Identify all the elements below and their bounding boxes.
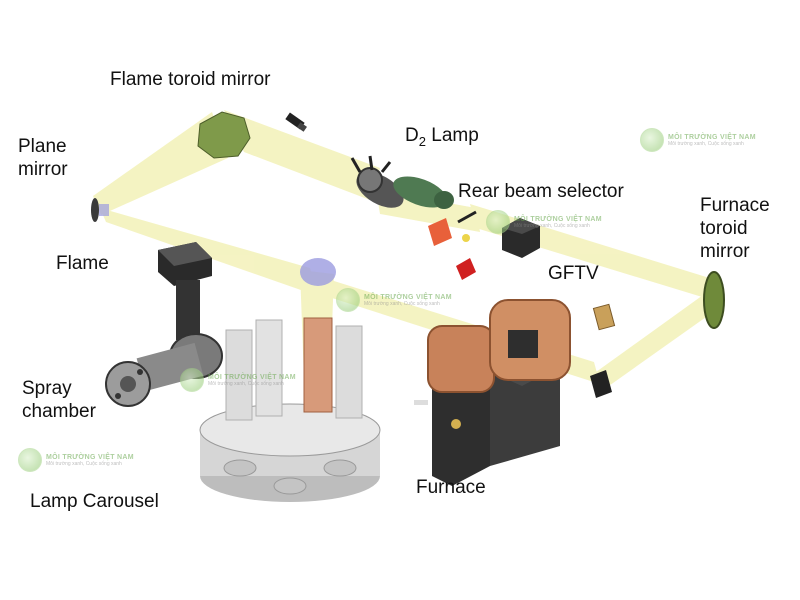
label-spray-chamber: Spray chamber [22, 377, 96, 423]
small-bracket [414, 400, 428, 405]
watermark-subtitle: Môi trường xanh, Cuộc sống xanh [514, 222, 590, 229]
flame-toroid-mirror [197, 111, 251, 159]
label-furnace: Furnace [416, 477, 486, 498]
label-spray-line2: chamber [22, 401, 96, 422]
label-plane-mirror-line2: mirror [18, 159, 68, 180]
label-furnace-toroid-line2: toroid [700, 218, 748, 239]
watermark-title: MÔI TRƯỜNG VIỆT NAM [46, 453, 134, 461]
label-d2-lamp-subscript: 2 [418, 133, 426, 149]
label-d2-lamp: D2 Lamp [405, 124, 479, 153]
watermark-title: MÔI TRƯỜNG VIỆT NAM [514, 215, 602, 223]
label-flame: Flame [56, 253, 109, 274]
beam-flame-mirror-to-plane-mirror [93, 112, 228, 215]
beam-flame-mirror-to-d2 [224, 110, 380, 200]
flame-burner [158, 242, 212, 340]
furnace-toroid-mirror [703, 271, 725, 329]
flame-sensor [285, 112, 307, 132]
watermark-logo-icon [486, 210, 510, 234]
watermark-subtitle: Môi trường xanh, Cuộc sống xanh [364, 300, 440, 307]
label-plane-mirror-line1: Plane [18, 136, 67, 157]
watermark-title: MÔI TRƯỜNG VIỆT NAM [364, 293, 452, 301]
label-furnace-toroid-line1: Furnace [700, 195, 770, 216]
lamp-focus-mirror [300, 258, 336, 286]
watermark-logo-icon [336, 288, 360, 312]
gftv-unit [502, 218, 540, 258]
label-d2-lamp-d: D [405, 125, 419, 146]
label-spray-line1: Spray [22, 378, 72, 399]
rear-beam-selector [428, 210, 477, 280]
label-d2-lamp-rest: Lamp [425, 125, 479, 146]
label-gftv: GFTV [548, 263, 599, 284]
watermark-top-right: MÔI TRƯỜNG VIỆT NAM Môi trường xanh, Cuộ… [640, 128, 756, 152]
watermark-center-right: MÔI TRƯỜNG VIỆT NAM Môi trường xanh, Cuộ… [486, 210, 602, 234]
watermark-center-left: MÔI TRƯỜNG VIỆT NAM Môi trường xanh, Cuộ… [180, 368, 296, 392]
watermark-center: MÔI TRƯỜNG VIỆT NAM Môi trường xanh, Cuộ… [336, 288, 452, 312]
watermark-title: MÔI TRƯỜNG VIỆT NAM [668, 133, 756, 141]
plane-mirror-glass [99, 204, 109, 216]
label-furnace-toroid-mirror: Furnace toroid mirror [700, 194, 770, 263]
watermark-subtitle: Môi trường xanh, Cuộc sống xanh [668, 140, 744, 147]
label-rear-beam-selector: Rear beam selector [458, 181, 624, 202]
label-furnace-toroid-line3: mirror [700, 241, 750, 262]
furnace-body [427, 299, 571, 486]
lamp-carousel [199, 317, 381, 502]
furnace-window [592, 303, 616, 331]
watermark-logo-icon [180, 368, 204, 392]
beam-plane-mirror-to-lamp [100, 208, 318, 296]
watermark-subtitle: Môi trường xanh, Cuộc sống xanh [208, 380, 284, 387]
watermark-title: MÔI TRƯỜNG VIỆT NAM [208, 373, 296, 381]
d2-lamp [350, 155, 454, 209]
watermark-subtitle: Môi trường xanh, Cuộc sống xanh [46, 460, 122, 467]
furnace-exit-optic [590, 370, 612, 398]
label-lamp-carousel: Lamp Carousel [30, 491, 159, 512]
watermark-logo-icon [18, 448, 42, 472]
label-plane-mirror: Plane mirror [18, 135, 68, 181]
beam-furnace-mirror-to-window [596, 290, 716, 388]
watermark-logo-icon [640, 128, 664, 152]
label-flame-toroid-mirror: Flame toroid mirror [110, 69, 271, 90]
watermark-left: MÔI TRƯỜNG VIỆT NAM Môi trường xanh, Cuộ… [18, 448, 134, 472]
plane-mirror [91, 198, 99, 222]
